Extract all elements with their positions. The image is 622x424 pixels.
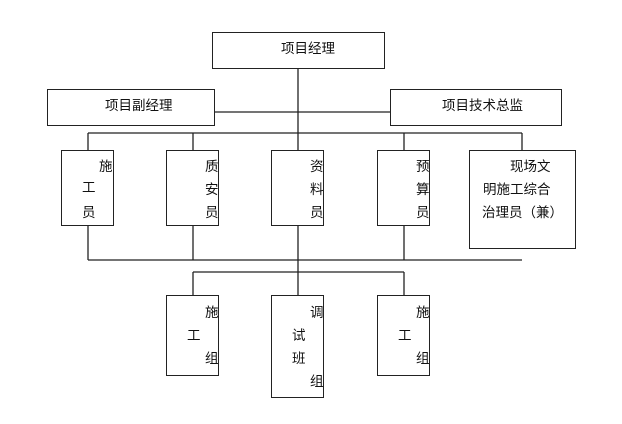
node-project-manager: 项目经理 [212, 32, 385, 69]
node-documents-staff-char: 员 [310, 205, 324, 221]
node-commissioning-team-char: 班 [292, 351, 306, 367]
node-construction-staff: 施 工 员 [61, 150, 114, 226]
node-commissioning-team-char: 试 [292, 328, 306, 344]
node-construction-staff-char: 工 [82, 180, 96, 196]
node-budget-staff-char: 算 [416, 182, 430, 198]
node-construction-team-a-char: 工 [187, 328, 201, 344]
node-documents-staff-char: 资 [310, 159, 324, 175]
node-quality-safety-staff-char: 安 [205, 182, 219, 198]
node-budget-staff-char: 员 [416, 205, 430, 221]
node-site-civilization-staff-line: 明施工综合 [483, 182, 551, 198]
node-construction-team-b: 施 工 组 [377, 295, 430, 376]
node-construction-team-a-char: 组 [205, 351, 219, 367]
node-commissioning-team-char: 调 [310, 305, 324, 321]
node-construction-staff-char: 员 [82, 205, 96, 221]
node-construction-team-a: 施 工 组 [166, 295, 219, 376]
node-documents-staff: 资 料 员 [271, 150, 324, 226]
node-deputy-manager-label: 项目副经理 [105, 98, 173, 114]
node-commissioning-team: 调 试 班 组 [271, 295, 324, 398]
node-project-manager-label: 项目经理 [281, 41, 335, 57]
node-technical-director: 项目技术总监 [390, 89, 562, 126]
node-quality-safety-staff-char: 质 [205, 159, 219, 175]
node-site-civilization-staff-line: 现场文 [510, 159, 551, 175]
node-technical-director-label: 项目技术总监 [442, 98, 523, 114]
node-construction-staff-char: 施 [99, 159, 113, 175]
node-deputy-manager: 项目副经理 [47, 89, 215, 126]
node-construction-team-a-char: 施 [205, 305, 219, 321]
node-commissioning-team-char: 组 [310, 374, 324, 390]
node-construction-team-b-char: 施 [416, 305, 430, 321]
node-budget-staff: 预 算 员 [377, 150, 430, 226]
node-site-civilization-staff-line: 治理员（兼） [482, 205, 563, 221]
node-budget-staff-char: 预 [416, 159, 430, 175]
node-documents-staff-char: 料 [310, 182, 324, 198]
node-construction-team-b-char: 工 [398, 328, 412, 344]
node-site-civilization-staff: 现场文 明施工综合 治理员（兼） [469, 150, 576, 249]
node-quality-safety-staff-char: 员 [205, 205, 219, 221]
node-construction-team-b-char: 组 [416, 351, 430, 367]
node-quality-safety-staff: 质 安 员 [166, 150, 219, 226]
